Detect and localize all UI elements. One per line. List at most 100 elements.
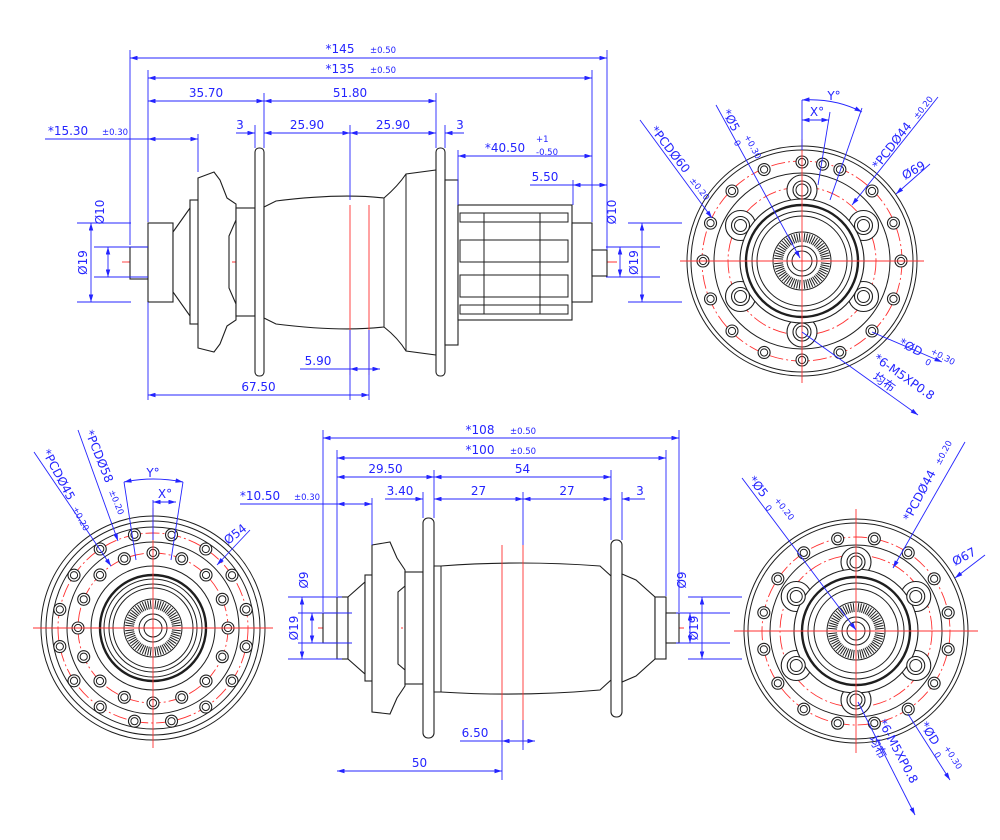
spoke-hole — [215, 650, 229, 664]
spoke-hole — [799, 705, 808, 714]
spline-tooth — [834, 612, 842, 620]
spoke-hole — [77, 592, 91, 606]
spoke-hole — [96, 702, 105, 712]
dimension-label: 5.90 — [305, 354, 332, 368]
spline-tooth — [796, 279, 799, 289]
spoke-hole — [69, 571, 79, 580]
spline-tooth — [805, 233, 808, 243]
spoke-hole — [773, 574, 782, 583]
spline-tooth — [167, 609, 175, 617]
leader-line — [801, 331, 919, 416]
spoke-hole — [201, 676, 211, 686]
spoke-hole — [77, 650, 91, 664]
dimension-label: 27 — [471, 484, 486, 498]
rotor-bolt-hole — [734, 219, 748, 232]
spline-tooth — [147, 646, 150, 656]
spline-tooth — [774, 255, 784, 258]
spline-tooth — [819, 249, 829, 255]
spline-tooth — [126, 634, 136, 640]
spline-tooth — [134, 606, 142, 614]
diameter-label: Ø19 — [627, 250, 641, 275]
spline-tooth — [831, 639, 840, 645]
diameter-label: Ø67 — [950, 545, 978, 569]
spline-tooth — [867, 609, 875, 617]
disc-mount-spider — [371, 541, 406, 715]
spline-tooth — [137, 643, 143, 652]
spline-tooth — [866, 607, 872, 616]
spline-tooth — [828, 625, 838, 628]
spline-tooth — [873, 637, 883, 643]
spoke-hole — [225, 674, 239, 688]
spoke-hole — [93, 568, 107, 582]
spline-tooth — [832, 615, 841, 621]
spline-tooth — [161, 644, 167, 653]
spline-tooth — [871, 615, 880, 621]
right-end-cap — [654, 596, 667, 660]
leader-line — [77, 429, 119, 542]
diameter-label: Ø10 — [605, 200, 619, 225]
spline-tooth — [141, 645, 147, 655]
left-flange — [422, 517, 435, 739]
dimension-label: *15.30 — [48, 124, 88, 138]
dimension-label: 35.70 — [189, 86, 223, 100]
spline-tooth — [171, 622, 181, 625]
spoke-hole — [67, 674, 81, 688]
spline-tooth — [126, 619, 135, 623]
spoke-hole — [79, 652, 88, 661]
spoke-hole — [833, 162, 847, 177]
spoke-hole — [867, 326, 877, 336]
spline-tooth — [167, 639, 175, 647]
dimension-label: 3 — [236, 118, 244, 132]
freehub-splines — [459, 212, 569, 315]
left-cone — [172, 206, 191, 318]
spline-tooth — [874, 636, 883, 640]
spoke-hole — [117, 552, 131, 566]
tolerance-label: ±0.20 — [69, 505, 90, 533]
spoke-hole — [867, 532, 881, 546]
hole-label: *Ø5 — [746, 473, 771, 500]
spline-tooth — [159, 645, 165, 655]
tolerance-label: 0 — [731, 139, 742, 148]
spline-tooth — [859, 603, 862, 613]
spoke-hole — [215, 592, 229, 606]
spline-tooth — [828, 627, 838, 630]
left-flange — [254, 147, 265, 377]
spline-tooth — [163, 604, 169, 613]
spline-tooth — [149, 646, 152, 656]
spline-tooth — [775, 266, 784, 270]
right-end-cap — [571, 222, 593, 303]
spline-tooth — [149, 600, 152, 610]
spoke-hole — [889, 219, 898, 228]
tolerance-label: +0.20 — [772, 496, 796, 523]
spoke-hole — [833, 719, 842, 728]
left-end-cap — [147, 222, 174, 303]
pcd-label: *PCDØ44 — [869, 119, 914, 171]
spline-tooth — [788, 277, 794, 286]
spline-tooth — [781, 274, 789, 282]
spline-tooth — [867, 645, 875, 653]
spoke-hole — [242, 642, 251, 651]
spoke-hole — [870, 534, 879, 543]
hole-label: *ØD — [897, 335, 925, 359]
extension-line — [170, 481, 184, 561]
spoke-hole — [865, 324, 879, 338]
spline-tooth — [835, 610, 843, 618]
right-cone — [621, 573, 656, 683]
spoke-hole — [706, 219, 715, 228]
spoke-hole — [725, 324, 739, 338]
spoke-hole — [759, 608, 768, 617]
diameter-label: Ø19 — [76, 250, 90, 275]
tolerance-label: 0 — [923, 357, 932, 368]
spline-tooth — [147, 600, 150, 610]
rotor-bolt-hole — [734, 290, 748, 303]
spoke-hole — [93, 674, 107, 688]
spline-tooth — [817, 271, 826, 277]
spline-tooth — [793, 279, 797, 288]
pcd-label: *PCDØ60 — [648, 123, 693, 175]
dimension-label: 25.90 — [376, 118, 410, 132]
spline-tooth — [862, 604, 868, 614]
spline-tooth — [819, 267, 829, 273]
spline-tooth — [832, 641, 841, 647]
spline-tooth — [847, 649, 851, 658]
leader-line — [216, 529, 251, 566]
